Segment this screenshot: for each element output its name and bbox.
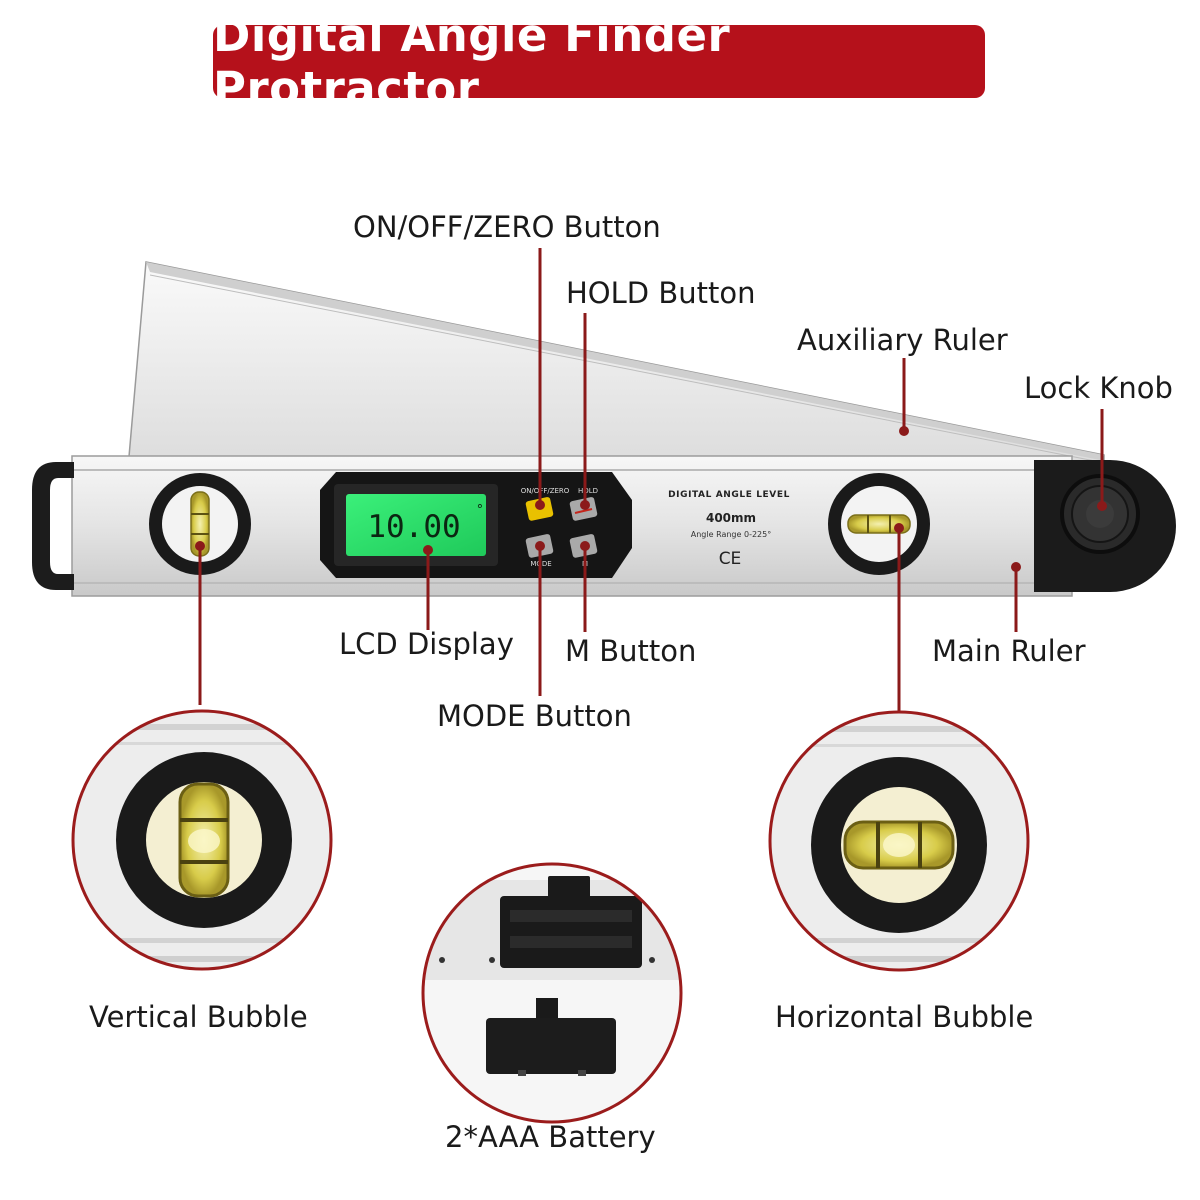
battery-zoom	[421, 862, 683, 1124]
on-off-zero-key-label: ON/OFF/ZERO	[521, 487, 570, 495]
page-title: Digital Angle Finder Protractor	[213, 8, 731, 115]
leader-dots	[195, 426, 1107, 572]
label-vertical-bubble: Vertical Bubble	[89, 1000, 308, 1034]
label-battery: 2*AAA Battery	[445, 1120, 656, 1154]
leader-lines	[198, 248, 1104, 713]
lcd-degree-symbol: °	[476, 503, 484, 518]
vertical-bubble-zoom	[71, 709, 333, 971]
label-hold-button: HOLD Button	[566, 276, 756, 310]
panel-heading: DIGITAL ANGLE LEVEL	[668, 490, 790, 500]
panel-angle-range: Angle Range 0-225°	[691, 530, 771, 539]
vertical-bubble-vial	[149, 473, 251, 575]
horizontal-bubble-zoom	[768, 710, 1030, 972]
hold-key-label: HOLD	[578, 487, 598, 495]
ce-mark: CE	[719, 549, 742, 569]
horizontal-bubble-vial	[828, 473, 930, 575]
display-module: 10.00 ° ON/OFF/ZERO HOLD MODE M	[320, 472, 632, 578]
label-lock-knob: Lock Knob	[1024, 371, 1173, 405]
label-auxiliary-ruler: Auxiliary Ruler	[797, 323, 1008, 357]
lcd-screen	[346, 494, 486, 556]
label-m-button: M Button	[565, 634, 697, 668]
auxiliary-ruler	[127, 261, 1105, 469]
lock-knob[interactable]	[1034, 460, 1176, 592]
title-banner: Digital Angle Finder Protractor	[213, 9, 985, 115]
label-main-ruler: Main Ruler	[932, 634, 1086, 668]
panel-size: 400mm	[706, 511, 756, 525]
label-on-off-zero-button: ON/OFF/ZERO Button	[353, 210, 661, 244]
label-lcd-display: LCD Display	[339, 627, 514, 661]
label-mode-button: MODE Button	[437, 699, 632, 733]
label-horizontal-bubble: Horizontal Bubble	[775, 1000, 1034, 1034]
lcd-reading: 10.00	[367, 509, 460, 545]
